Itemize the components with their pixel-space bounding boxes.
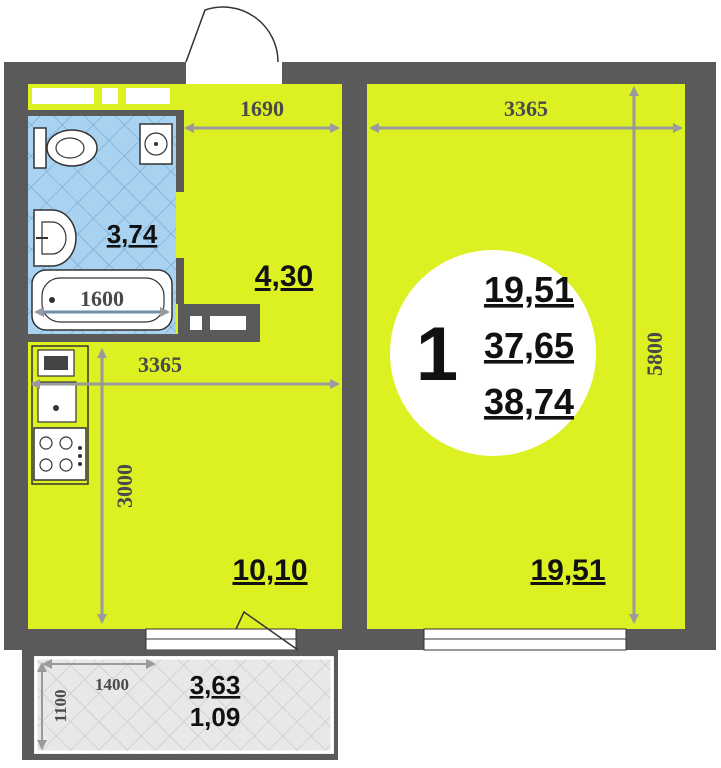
- total-area-value: 37,65: [484, 325, 574, 366]
- living-room-area-label: 19,51: [530, 554, 605, 587]
- balcony-railing: [34, 656, 334, 754]
- vent-slot-1: [32, 88, 94, 104]
- bathroom-sink-icon: [139, 123, 173, 165]
- bathroom-top-wall: [28, 110, 178, 116]
- partition-lower: [342, 284, 367, 629]
- balcony-width-label: 1400: [95, 675, 129, 694]
- room-length-label: 5800: [642, 332, 667, 376]
- kitchen-area-label: 10,10: [232, 554, 307, 587]
- room-width-label: 3365: [504, 96, 548, 121]
- bathtub-length-label: 1600: [80, 286, 124, 311]
- summary-badge: [390, 250, 596, 456]
- shaft-slot-1: [190, 316, 202, 330]
- balcony-floor: [34, 656, 334, 754]
- balcony-reduced-area-label: 1,09: [190, 702, 241, 732]
- balcony-door-swing: [235, 610, 299, 651]
- vent-slot-3: [126, 88, 170, 104]
- shaft-slot-2: [210, 316, 246, 330]
- bathroom-right-wall-upper: [176, 110, 184, 192]
- kitchen-sink-icon: [37, 349, 77, 423]
- total-area-with-balcony-value: 38,74: [484, 381, 574, 422]
- living-area-value: 19,51: [484, 269, 574, 310]
- rooms-count: 1: [416, 312, 458, 397]
- bathroom-area-label: 3,74: [107, 219, 158, 249]
- entrance-door-swing: [185, 6, 279, 63]
- hall-width-label: 1690: [240, 96, 284, 121]
- hall-area-label: 4,30: [255, 260, 313, 293]
- kitchen-length-label: 3000: [112, 464, 137, 508]
- entrance-door-opening: [186, 62, 282, 84]
- bathroom-bottom-wall: [28, 334, 186, 342]
- kitchen-width-label: 3365: [138, 352, 182, 377]
- bathroom-right-wall-lower: [176, 258, 184, 304]
- washbasin-icon: [33, 209, 77, 267]
- stove-icon: [33, 427, 87, 481]
- vent-slot-2: [102, 88, 118, 104]
- balcony-depth-label: 1100: [51, 689, 70, 722]
- partition-upper: [342, 84, 367, 198]
- toilet-icon: [33, 127, 98, 169]
- balcony-area-label: 3,63: [190, 670, 241, 700]
